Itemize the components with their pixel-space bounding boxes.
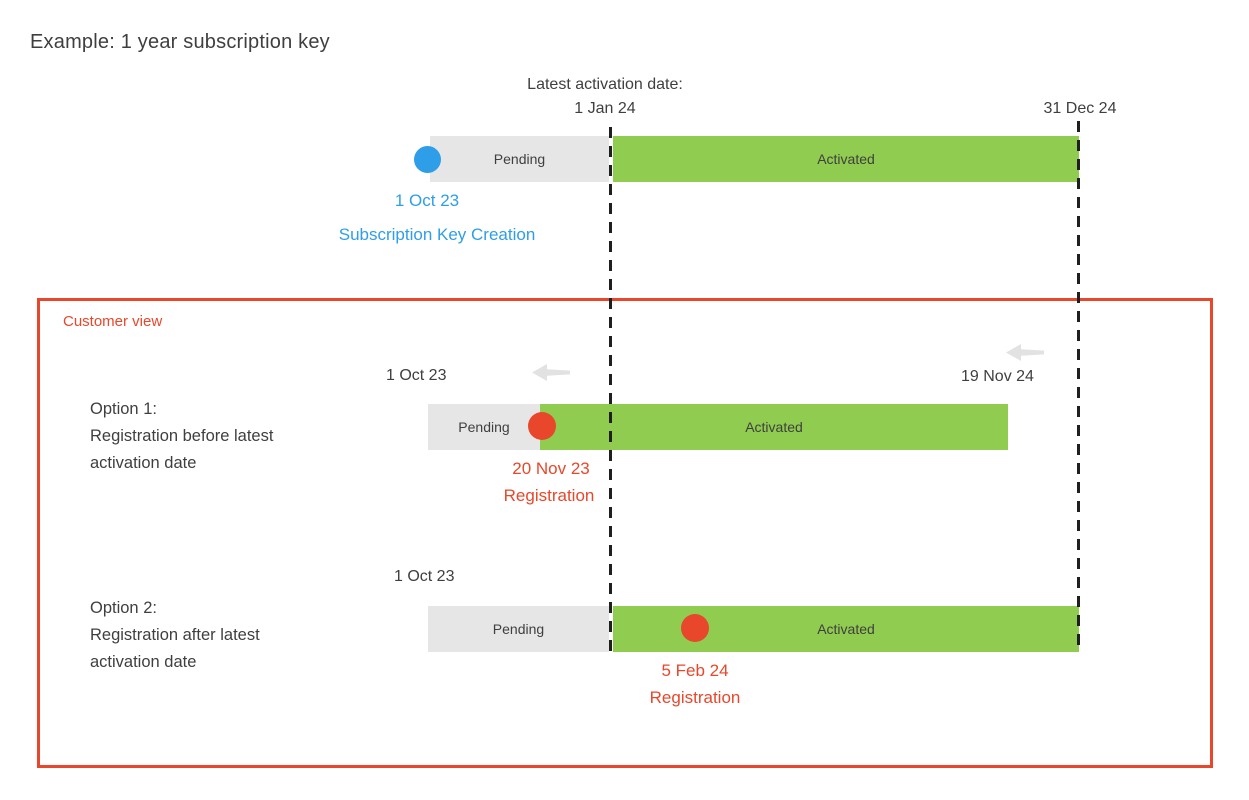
creation-label: Subscription Key Creation bbox=[338, 225, 536, 244]
option1-registration-dot bbox=[528, 412, 556, 440]
option1-pending-label: Pending bbox=[458, 419, 510, 435]
option1-start-date: 1 Oct 23 bbox=[386, 367, 447, 384]
shift-left-arrow-icon bbox=[1006, 343, 1044, 367]
option1-end-date: 19 Nov 24 bbox=[961, 368, 1034, 385]
option1-label: Option 1: Registration before latest act… bbox=[90, 396, 273, 477]
option2-label: Option 2: Registration after latest acti… bbox=[90, 595, 260, 676]
option2-registration-label: Registration bbox=[649, 688, 741, 707]
option1-description-line2: activation date bbox=[90, 454, 197, 472]
shift-left-arrow-icon bbox=[532, 363, 570, 387]
option1-registration-date: 20 Nov 23 bbox=[512, 459, 590, 478]
top-activated-label: Activated bbox=[817, 151, 875, 167]
option2-registration-date: 5 Feb 24 bbox=[661, 661, 729, 680]
option1-title: Option 1: bbox=[90, 400, 157, 418]
option2-description-line1: Registration after latest bbox=[90, 626, 260, 644]
option1-pending-bar: Pending bbox=[428, 404, 540, 450]
customer-view-box bbox=[37, 298, 1213, 768]
option1-description-line1: Registration before latest bbox=[90, 427, 274, 445]
expiry-date-dashed-line bbox=[1077, 121, 1080, 652]
option2-title: Option 2: bbox=[90, 599, 157, 617]
top-pending-bar: Pending bbox=[430, 136, 609, 182]
option2-registration-dot bbox=[681, 614, 709, 642]
option1-registration-label: Registration bbox=[503, 486, 595, 505]
option2-activated-label: Activated bbox=[817, 621, 875, 637]
activation-date-dashed-line bbox=[609, 127, 612, 652]
top-pending-label: Pending bbox=[493, 151, 546, 167]
option2-pending-bar: Pending bbox=[428, 606, 609, 652]
option2-description-line2: activation date bbox=[90, 653, 197, 671]
creation-date: 1 Oct 23 bbox=[394, 191, 460, 210]
expiry-date: 31 Dec 24 bbox=[1043, 100, 1117, 117]
option1-activated-bar: Activated bbox=[540, 404, 1008, 450]
key-creation-dot bbox=[414, 146, 441, 173]
latest-activation-date: 1 Jan 24 bbox=[574, 100, 636, 117]
latest-activation-label: Latest activation date: bbox=[527, 76, 683, 93]
option2-start-date: 1 Oct 23 bbox=[394, 568, 455, 585]
option2-pending-label: Pending bbox=[492, 621, 545, 637]
customer-view-title: Customer view bbox=[63, 313, 163, 330]
top-activated-bar: Activated bbox=[613, 136, 1079, 182]
option1-activated-label: Activated bbox=[745, 419, 803, 435]
page-title: Example: 1 year subscription key bbox=[30, 31, 330, 53]
